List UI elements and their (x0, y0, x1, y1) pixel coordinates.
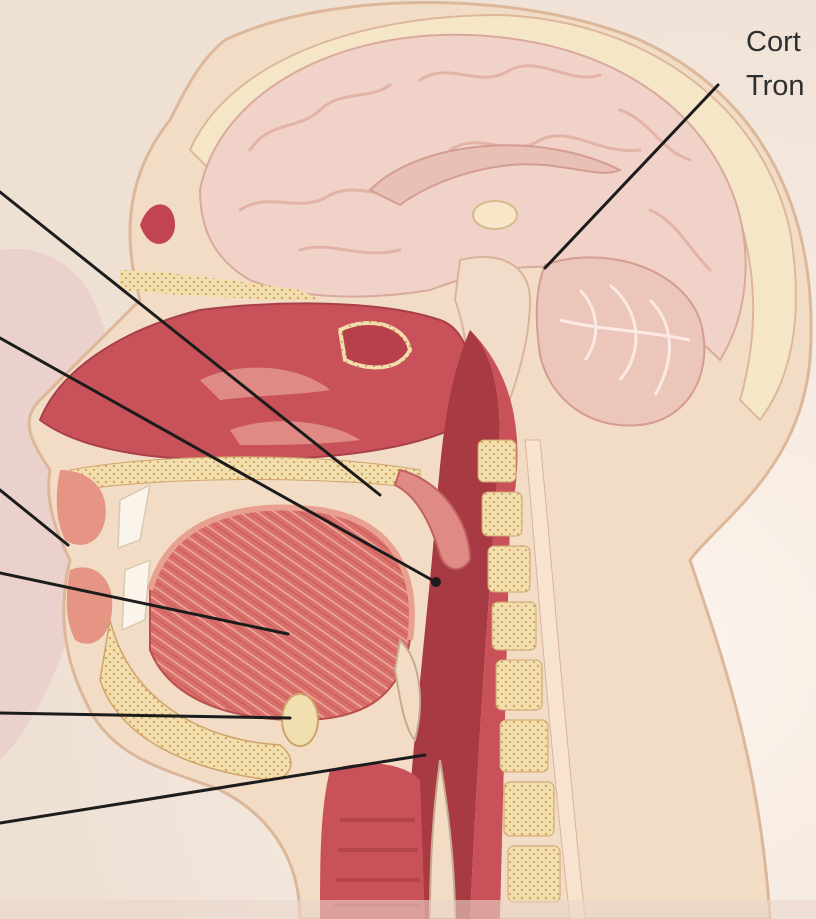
label-cortex: Cort (746, 24, 801, 60)
thalamus (473, 201, 517, 229)
hyoid-bone (282, 694, 318, 746)
larynx (320, 763, 425, 919)
bottom-fade (0, 900, 816, 919)
pointer-dot-pharynx (431, 577, 441, 587)
label-trunk: Tron (746, 68, 805, 104)
